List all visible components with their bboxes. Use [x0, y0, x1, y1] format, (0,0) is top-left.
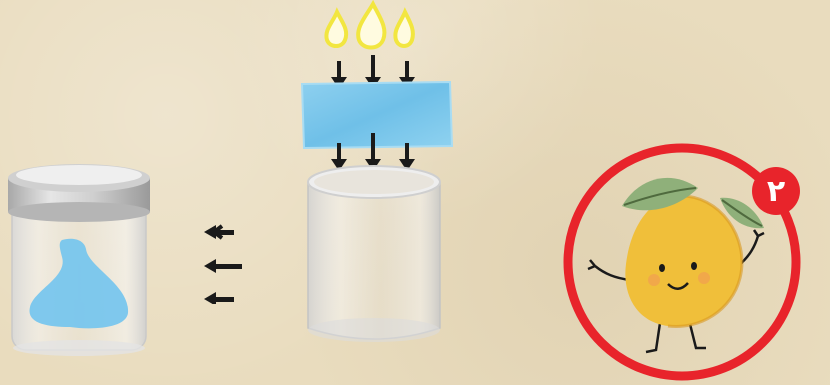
water-drop	[29, 238, 129, 329]
open-glass	[307, 165, 441, 342]
step-number-badge: ۲	[766, 173, 786, 209]
arrow-icon	[204, 224, 242, 304]
lemon-character-icon	[563, 143, 801, 381]
candle-flame-icon	[324, 0, 415, 50]
arrow-icon	[331, 133, 415, 171]
ice-block	[300, 80, 454, 150]
